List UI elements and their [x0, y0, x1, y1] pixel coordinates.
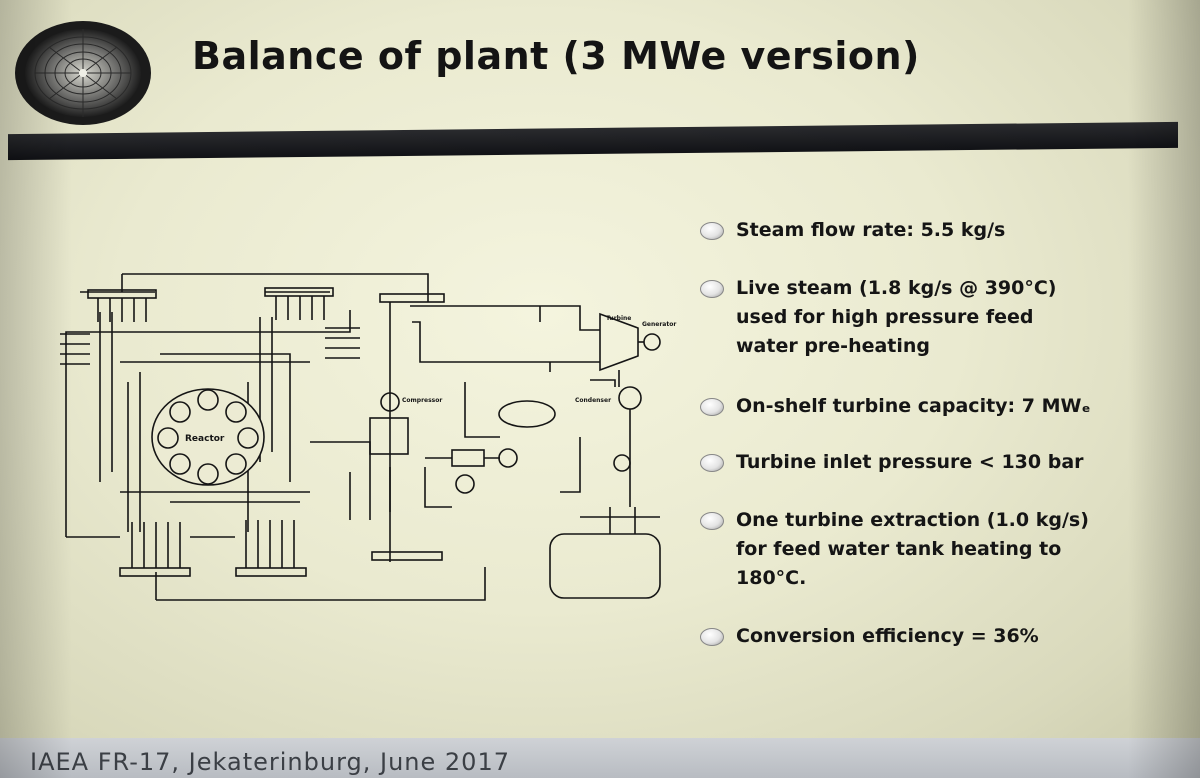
- list-item: Live steam (1.8 kg/s @ 390°C) used for h…: [700, 274, 1056, 361]
- list-item: One turbine extraction (1.0 kg/s) for fe…: [700, 506, 1089, 593]
- bullet-icon: [700, 628, 724, 646]
- list-item: Turbine inlet pressure < 130 bar: [700, 448, 1084, 477]
- bullet-icon: [700, 398, 724, 416]
- list-item: Steam flow rate: 5.5 kg/s: [700, 216, 1005, 245]
- bullet-icon: [700, 512, 724, 530]
- bullet-text: Live steam (1.8 kg/s @ 390°C) used for h…: [736, 277, 1057, 357]
- list-item: Conversion efficiency = 36%: [700, 622, 1039, 651]
- turbine-label: Turbine: [606, 315, 631, 322]
- footer-band: [0, 738, 1200, 778]
- reactor-label: Reactor: [185, 434, 225, 444]
- condenser-label: Condenser: [575, 397, 611, 404]
- slide-title: Balance of plant (3 MWe version): [192, 34, 920, 78]
- compressor-label: Compressor: [402, 397, 442, 404]
- bullet-text: One turbine extraction (1.0 kg/s) for fe…: [736, 509, 1089, 589]
- bullet-text: Steam flow rate: 5.5 kg/s: [736, 219, 1006, 241]
- list-item: On-shelf turbine capacity: 7 MWₑ: [700, 392, 1091, 421]
- bullet-icon: [700, 280, 724, 298]
- bullet-icon: [700, 454, 724, 472]
- balance-of-plant-diagram: Reactor Turbine Generator Condenser Comp…: [60, 273, 676, 601]
- generator-label: Generator: [642, 321, 676, 328]
- bullet-text: On-shelf turbine capacity: 7 MWₑ: [736, 395, 1091, 417]
- footer-text: IAEA FR-17, Jekaterinburg, June 2017: [30, 748, 510, 776]
- title-divider: [8, 121, 1178, 161]
- reactor-core-emblem-icon: [15, 21, 151, 125]
- bullet-text: Turbine inlet pressure < 130 bar: [736, 451, 1084, 473]
- bullet-text: Conversion efficiency = 36%: [736, 625, 1039, 647]
- bullet-icon: [700, 222, 724, 240]
